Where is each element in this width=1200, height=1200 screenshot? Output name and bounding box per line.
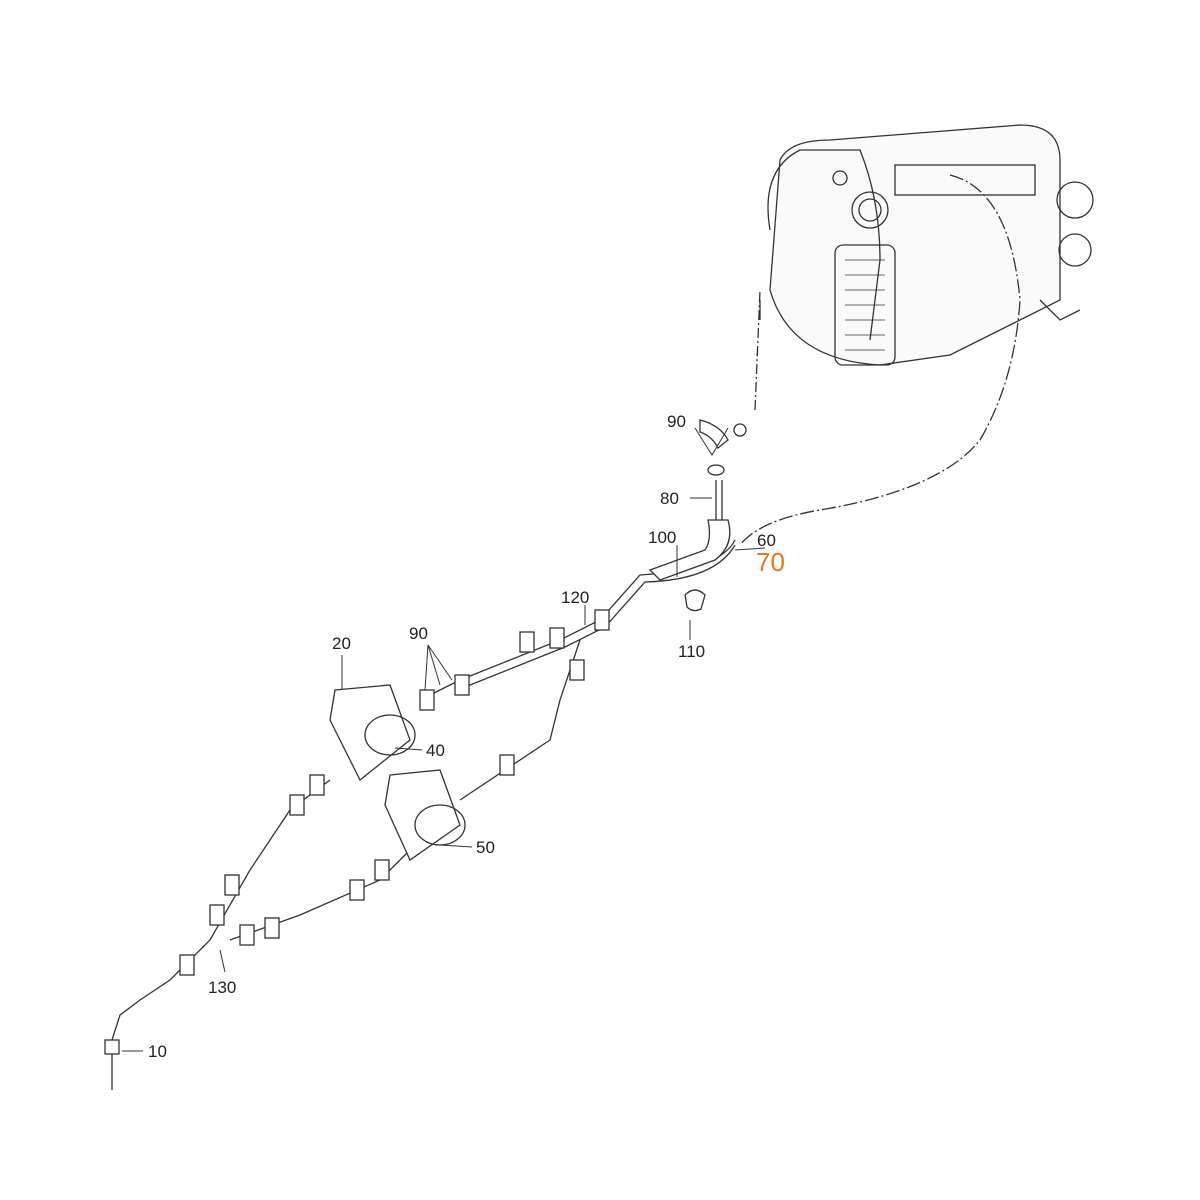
callout-60: 60 <box>757 531 776 550</box>
callout-110: 110 <box>678 642 706 661</box>
callout-120: 120 <box>561 588 590 607</box>
leader-lines <box>122 427 766 1052</box>
cable-run <box>111 174 1021 1090</box>
callout-20: 20 <box>332 634 351 653</box>
callout-130: 130 <box>208 978 237 997</box>
callout-50: 50 <box>476 838 495 857</box>
callout-90-top: 90 <box>667 412 686 431</box>
callout-100: 100 <box>648 528 677 547</box>
callout-40: 40 <box>426 741 445 760</box>
parts <box>104 419 747 1055</box>
callout-90-left: 90 <box>409 624 428 643</box>
heater-unit <box>759 124 1094 366</box>
callout-10: 10 <box>148 1042 167 1061</box>
callout-80: 80 <box>660 489 679 508</box>
callout-70-highlighted[interactable]: 70 <box>756 547 785 577</box>
